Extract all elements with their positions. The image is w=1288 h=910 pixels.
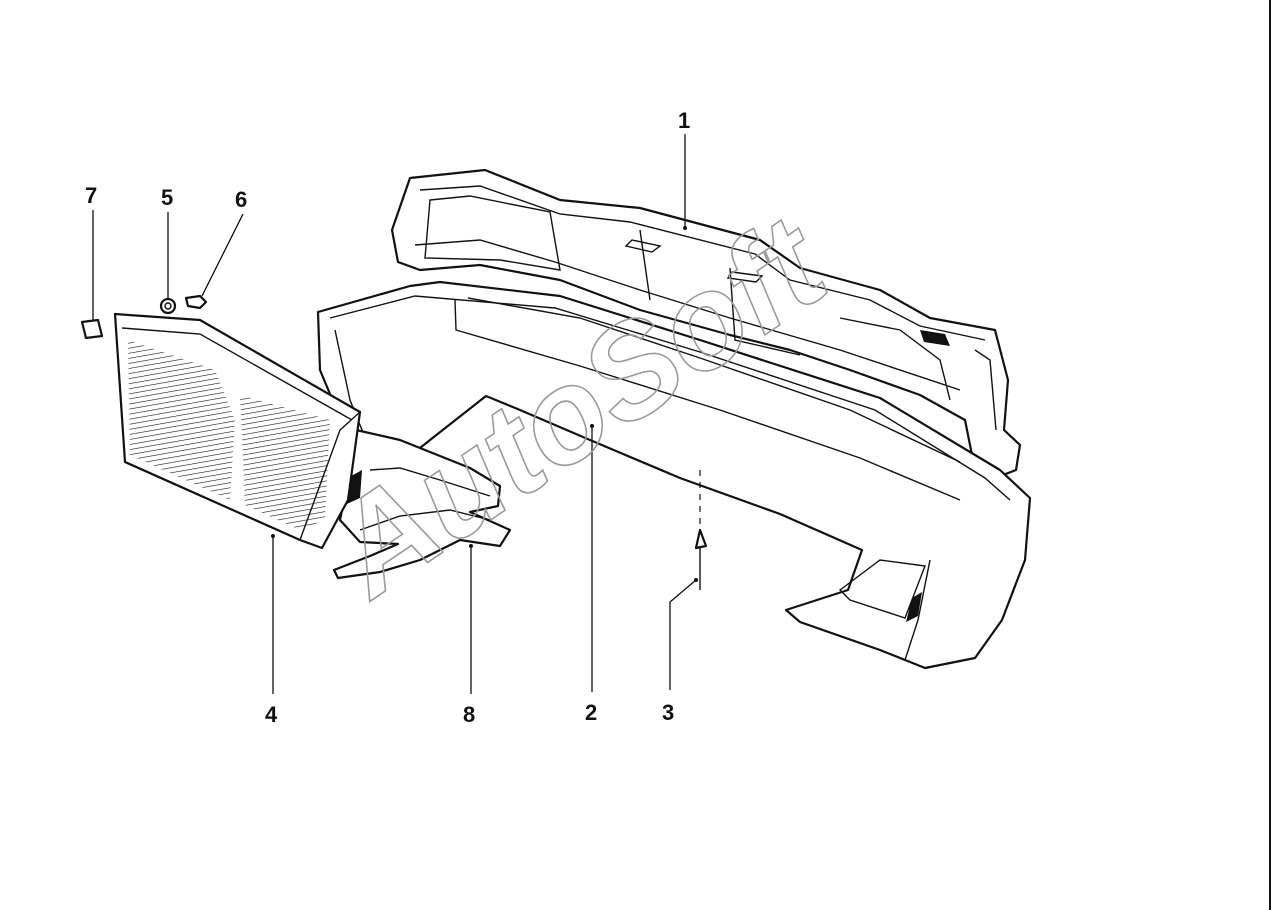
part-2-floor-tray: [316, 280, 1032, 670]
callout-1: 1: [678, 108, 690, 133]
fastener-7: [80, 318, 104, 340]
callout-2: 2: [585, 700, 597, 725]
fastener-5: [159, 297, 177, 315]
callout-4: 4: [265, 702, 278, 727]
fastener-3-pin: [694, 470, 708, 590]
callout-8: 8: [463, 702, 475, 727]
callout-5: 5: [161, 185, 173, 210]
callout-7: 7: [85, 183, 97, 208]
fastener-6: [184, 294, 208, 310]
part-4-side-panel: [113, 312, 362, 550]
callout-3: 3: [662, 700, 674, 725]
callout-6: 6: [235, 187, 247, 212]
leader-lines: [92, 134, 698, 694]
